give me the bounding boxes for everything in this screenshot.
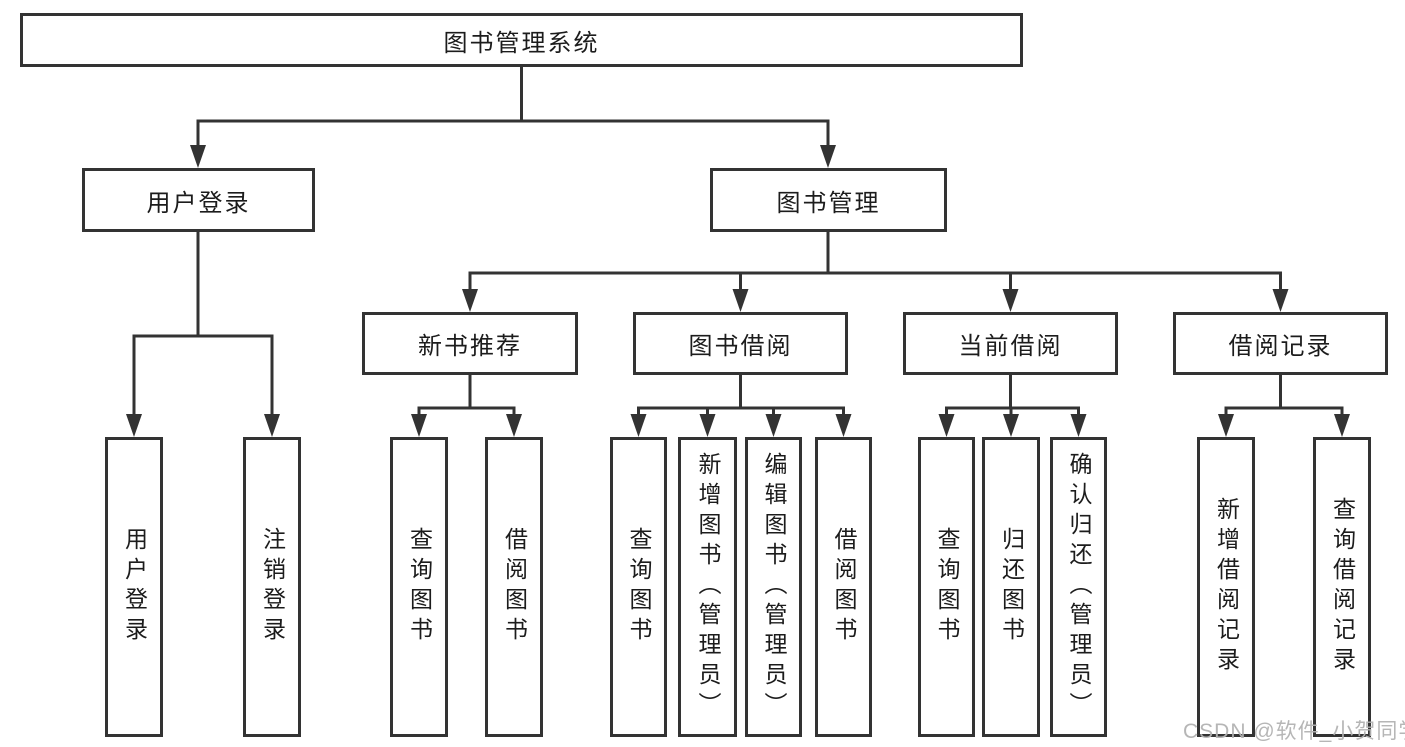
leaf-records-add-record-label: 新增借阅记录 — [1213, 497, 1240, 677]
leaf-borrow-borrow-book-label: 借阅图书 — [831, 527, 857, 647]
watermark: CSDN @软件_小贺同学 — [1183, 720, 1405, 743]
leaf-current-confirm-return-admin: 确认归还（管理员） — [1050, 437, 1107, 737]
tree-edges — [132, 67, 1344, 415]
leaf-user-login-label: 用户登录 — [121, 527, 148, 647]
node-book-management: 图书管理 — [710, 168, 947, 232]
leaf-recommend-borrow-book-label: 借阅图书 — [501, 527, 528, 647]
arrow-heads — [126, 145, 1350, 437]
node-new-book-recommend: 新书推荐 — [362, 312, 578, 375]
leaf-recommend-query-book: 查询图书 — [390, 437, 448, 737]
leaf-borrow-borrow-book: 借阅图书 — [815, 437, 872, 737]
node-user-login: 用户登录 — [82, 168, 315, 232]
leaf-records-query-record-label: 查询借阅记录 — [1329, 497, 1356, 677]
leaf-borrow-query-book-label: 查询图书 — [626, 527, 652, 647]
leaf-borrow-add-book-admin: 新增图书（管理员） — [678, 437, 737, 737]
leaf-borrow-edit-book-admin: 编辑图书（管理员） — [745, 437, 802, 737]
leaf-user-login: 用户登录 — [105, 437, 163, 737]
leaf-current-query-book: 查询图书 — [918, 437, 975, 737]
leaf-borrow-add-book-admin-label: 新增图书（管理员） — [695, 452, 721, 722]
leaf-current-return-book-label: 归还图书 — [998, 527, 1025, 647]
root-node: 图书管理系统 — [20, 13, 1023, 67]
node-book-borrow: 图书借阅 — [633, 312, 848, 375]
leaf-logout-label: 注销登录 — [259, 527, 286, 647]
leaf-current-return-book: 归还图书 — [982, 437, 1040, 737]
leaf-borrow-edit-book-admin-label: 编辑图书（管理员） — [761, 452, 787, 722]
leaf-current-query-book-label: 查询图书 — [934, 527, 960, 647]
leaf-records-query-record: 查询借阅记录 — [1313, 437, 1371, 737]
node-current-borrow: 当前借阅 — [903, 312, 1118, 375]
leaf-records-add-record: 新增借阅记录 — [1197, 437, 1255, 737]
leaf-borrow-query-book: 查询图书 — [610, 437, 667, 737]
leaf-current-confirm-return-admin-label: 确认归还（管理员） — [1066, 452, 1092, 722]
leaf-logout: 注销登录 — [243, 437, 301, 737]
node-borrow-records: 借阅记录 — [1173, 312, 1388, 375]
leaf-recommend-borrow-book: 借阅图书 — [485, 437, 543, 737]
leaf-recommend-query-book-label: 查询图书 — [406, 527, 433, 647]
